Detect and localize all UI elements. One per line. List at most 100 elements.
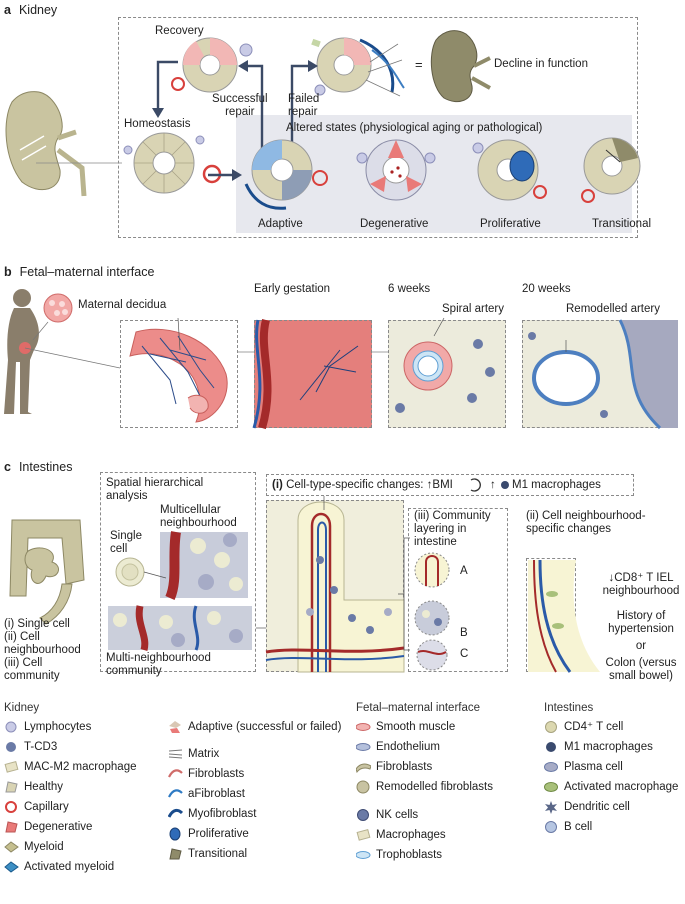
- plasma-cell-icon: [544, 762, 558, 772]
- legend-item: Dendritic cell: [545, 801, 630, 814]
- legend-label: T-CD3: [24, 741, 58, 753]
- layer-a-label: A: [460, 565, 468, 577]
- degenerative-icon: [5, 821, 18, 833]
- spiral-artery-label: Spiral artery: [442, 303, 504, 315]
- banner-text: (i) Cell-type-specific changes: ↑BMI: [272, 479, 453, 492]
- colon-label: Colon (versus small bowel): [605, 657, 677, 682]
- legend-item: Trophoblasts: [356, 849, 443, 861]
- legend-item: Fibroblasts: [168, 768, 245, 780]
- legend-item: Healthy: [5, 781, 63, 793]
- kidney-panel: [118, 17, 638, 238]
- kidney-ureter: [56, 129, 87, 197]
- smooth-muscle-icon: [356, 723, 371, 731]
- single-cell-label: Single cell: [110, 530, 142, 555]
- endothelium-icon: [356, 743, 371, 751]
- cycle-icon: [470, 478, 481, 492]
- m1-macrophage-legend-icon: [546, 742, 556, 752]
- early-gestation-artery: [258, 318, 272, 430]
- failed-repair-label: Failed repair: [288, 93, 320, 118]
- legend-item: Activated macrophage: [544, 781, 678, 793]
- legend-label: Trophoblasts: [376, 849, 443, 861]
- or-label: or: [635, 640, 647, 652]
- multi-neighbourhood-community: [108, 605, 252, 651]
- activated-macrophage-icon: [544, 782, 558, 792]
- early-gestation-label: Early gestation: [254, 283, 331, 295]
- remodelled-artery: [528, 319, 678, 430]
- legend-label: Dendritic cell: [564, 801, 630, 813]
- section-c-title-text: Intestines: [18, 460, 73, 474]
- legend-item: Capillary: [5, 801, 69, 813]
- altered-states-label: Altered states (physiological aging or p…: [286, 122, 543, 134]
- kidney-flow-arrows: [156, 60, 310, 177]
- legend-item: aFibroblast: [168, 788, 245, 800]
- layering-box: [408, 508, 508, 672]
- adaptive-icon: [169, 721, 181, 733]
- legend-label: CD4⁺ T cell: [564, 721, 624, 733]
- banner-tag: (i): [272, 479, 283, 491]
- banner-main: Cell-type-specific changes: ↑BMI: [286, 479, 453, 491]
- state-proliferative: Proliferative: [480, 218, 541, 230]
- homeostasis-label: Homeostasis: [124, 118, 191, 130]
- recovery-label: Recovery: [155, 25, 204, 37]
- six-weeks-label: 6 weeks: [388, 283, 431, 295]
- proliferative-tubule: [472, 139, 547, 201]
- layer-b-circle: [414, 600, 450, 636]
- afibroblast-icon: [168, 789, 183, 798]
- villus: [265, 501, 405, 673]
- embryo-sphere: [43, 293, 73, 323]
- mac-m2-icon: [4, 760, 19, 773]
- legend-item: Remodelled fibroblasts: [356, 780, 493, 794]
- section-c-title: c Intestines: [4, 460, 72, 474]
- myeloid-icon: [4, 841, 19, 853]
- legend-item: Endothelium: [356, 741, 440, 753]
- dendritic-cell-icon: [545, 801, 557, 814]
- equals-sign: =: [415, 57, 423, 72]
- legend-label: Myofibroblast: [188, 808, 257, 820]
- lymphocyte-icon: [5, 721, 17, 733]
- legend-item: M1 macrophages: [546, 741, 653, 753]
- legend-label: Proliferative: [188, 828, 249, 840]
- transitional-tubule: [581, 137, 641, 203]
- banner-up-arrow: ↑: [490, 479, 496, 491]
- intestine-organ: [9, 519, 85, 625]
- legend-fetal-heading: Fetal–maternal interface: [356, 702, 481, 714]
- remodelled-fibroblast-icon: [356, 780, 370, 794]
- healthy-icon: [5, 781, 18, 793]
- homeostasis-tubule: [123, 132, 222, 194]
- failed-repair-tubule: [311, 37, 405, 97]
- section-a-title-text: Kidney: [18, 3, 58, 17]
- layer-c-label: C: [460, 648, 469, 660]
- legend-item: Transitional: [169, 848, 247, 860]
- early-gestation-panel: [254, 320, 372, 428]
- decidua-box: [120, 320, 238, 428]
- activated-myeloid-icon: [4, 861, 19, 873]
- hierarchy-levels-label: (i) Single cell (ii) Cell neighbourhood …: [4, 618, 81, 682]
- neighbourhood-changes-label: (ii) Cell neighbourhood- specific change…: [526, 510, 646, 535]
- legend-item: T-CD3: [6, 741, 58, 753]
- legend-item: Macrophages: [356, 828, 446, 841]
- pregnant-silhouette: [4, 289, 39, 414]
- banner-m1-label: M1 macrophages: [512, 479, 601, 491]
- matrix-icon: [168, 749, 183, 759]
- layer-c-circle: [416, 639, 448, 671]
- legend-label: Fibroblasts: [188, 768, 245, 780]
- legend-label: Matrix: [188, 748, 220, 760]
- legend-label: Capillary: [24, 801, 69, 813]
- maternal-decidua-label: Maternal decidua: [78, 299, 167, 311]
- legend-label: aFibroblast: [188, 788, 245, 800]
- myofibroblast-icon: [168, 808, 183, 818]
- section-c-letter: c: [4, 460, 11, 474]
- legend-label: Myeloid: [24, 841, 64, 853]
- legend-item: Myofibroblast: [168, 808, 257, 820]
- macrophage-icon: [356, 828, 371, 841]
- legend-label: Activated myeloid: [24, 861, 115, 873]
- legend-label: B cell: [564, 821, 593, 833]
- legend-label: Fibroblasts: [376, 761, 433, 773]
- proliferative-icon: [169, 827, 181, 841]
- legend-label: M1 macrophages: [564, 741, 653, 753]
- spatial-analysis-label: Spatial hierarchical analysis: [106, 477, 204, 502]
- state-degenerative: Degenerative: [360, 218, 429, 230]
- cd4-t-cell-icon: [545, 721, 557, 733]
